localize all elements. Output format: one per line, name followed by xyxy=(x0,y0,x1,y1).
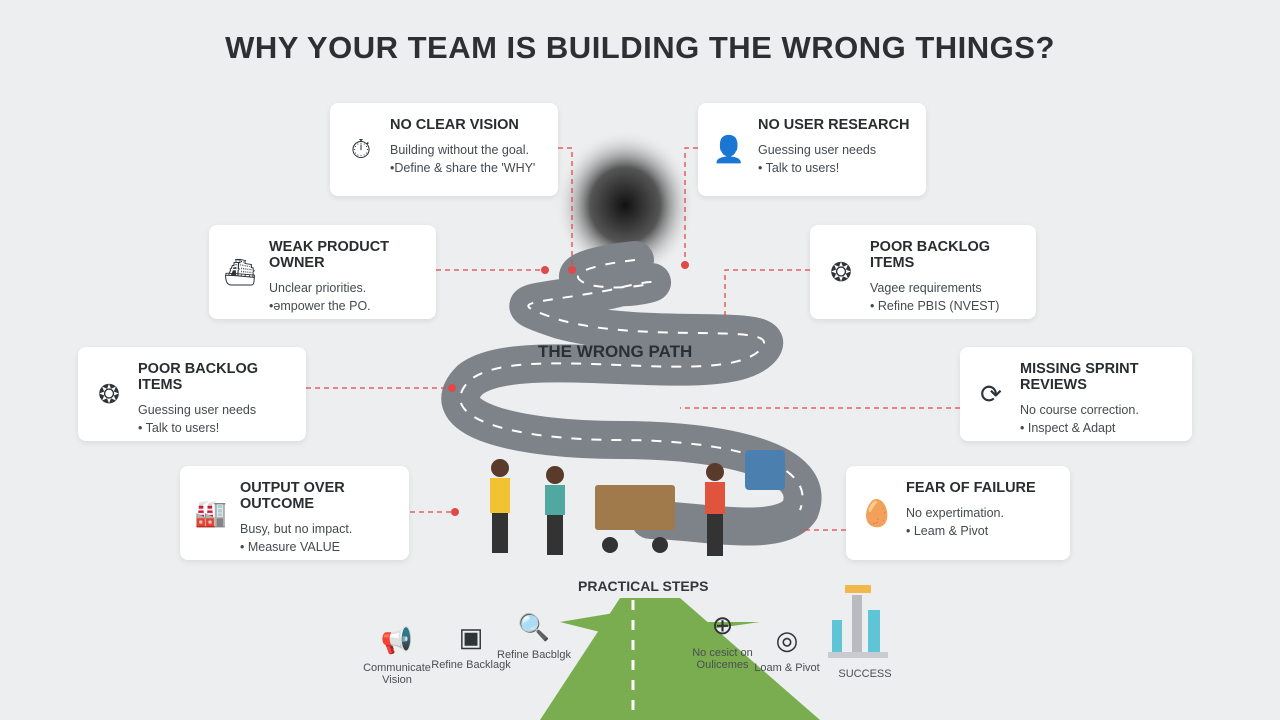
card-title: NO USER RESEARCH xyxy=(758,117,910,133)
practical-steps-title: PRACTICAL STEPS xyxy=(578,578,709,594)
card-line: • Refine PBIS (NVEST) xyxy=(870,299,1000,313)
card-poor-backlog-items-right: ❂ POOR BACKLOG ITEMS Vagee requirements … xyxy=(810,225,1036,319)
black-hole xyxy=(555,130,695,280)
card-no-clear-vision: ⏱ NO CLEAR VISION Building without the g… xyxy=(330,103,558,196)
bullseye-icon: ◎ xyxy=(775,625,799,655)
card-line: Busy, but no impact. xyxy=(240,522,353,536)
card-no-user-research: 👤 NO USER RESEARCH Guessing user needs •… xyxy=(698,103,926,196)
card-line: Building without the goal. xyxy=(390,143,529,157)
step-focus-outcomes: ⊕No cesict on Oulicemes xyxy=(680,610,765,671)
card-title: OUTPUT OVER OUTCOME xyxy=(240,480,345,512)
board-icon: ▣ xyxy=(458,622,484,652)
step-refine-backlog: ▣Refine Backlagk xyxy=(426,622,516,671)
card-line: No course correction. xyxy=(1020,403,1139,417)
card-line: •ǝmpower the PO. xyxy=(269,299,371,313)
card-weak-product-owner: ⛴ WEAK PRODUCT OWNER Unclear priorities.… xyxy=(209,225,436,319)
card-fear-of-failure: 🥚 FEAR OF FAILURE No expertimation. • Le… xyxy=(846,466,1070,560)
card-line: • Talk to users! xyxy=(138,421,220,435)
ship-icon: ⛴ xyxy=(223,256,257,287)
target-icon: ⊕ xyxy=(711,610,734,640)
compass-icon: ⏱ xyxy=(350,133,372,164)
magnifier-icon: 🔍 xyxy=(517,612,551,642)
card-line: • Talk to users! xyxy=(758,161,840,175)
page-title: WHY YOUR TEAM IS BUILDING THE WRONG THIN… xyxy=(225,30,1055,65)
step-refine-backlog-2: 🔍Refine Bacblgk xyxy=(494,612,574,661)
card-title: WEAK PRODUCT OWNER xyxy=(269,239,390,271)
card-title: POOR BACKLOG ITEMS xyxy=(870,239,991,271)
success-tower xyxy=(828,585,888,658)
practical-steps-road xyxy=(540,598,820,720)
tangle-icon: ❂ xyxy=(830,256,852,287)
egg-icon: 🥚 xyxy=(860,497,894,528)
tangle-icon: ❂ xyxy=(98,378,120,409)
wrong-path-label: THE WRONG PATH xyxy=(538,342,693,361)
step-success: SUCCESS xyxy=(838,668,892,680)
card-line: • Measure VALUE xyxy=(240,540,341,554)
card-line: No expertimation. xyxy=(906,506,1004,520)
card-line: Vagee requirements xyxy=(870,281,982,295)
connector-lines xyxy=(306,147,960,531)
card-missing-sprint-reviews: ⟳ MISSING SPRINT REVIEWS No course corre… xyxy=(960,347,1192,441)
card-output-over-outcome: 🏭 OUTPUT OVER OUTCOME Busy, but no impac… xyxy=(180,466,409,560)
card-title: MISSING SPRINT REVIEWS xyxy=(1020,361,1139,393)
card-line: • Leam & Pivot xyxy=(906,524,989,538)
factory-icon: 🏭 xyxy=(194,497,228,528)
card-line: •Define & share the 'WHY' xyxy=(390,161,536,175)
card-title: POOR BACKLOG ITEMS xyxy=(138,361,259,393)
blindfolded-user-icon: 👤 xyxy=(712,134,746,164)
card-line: Guessing user needs xyxy=(758,143,877,157)
card-line: • Inspect & Adapt xyxy=(1020,421,1116,435)
card-title: NO CLEAR VISION xyxy=(390,117,519,133)
card-line: Unclear priorities. xyxy=(269,281,367,295)
megaphone-icon: 📢 xyxy=(380,625,414,655)
team-pushing-cart xyxy=(490,450,785,556)
card-poor-backlog-items-left: ❂ POOR BACKLOG ITEMS Guessing user needs… xyxy=(78,347,306,441)
step-communicate-vision: 📢Communicate Vision xyxy=(352,625,442,686)
step-learn-pivot: ◎Loam & Pivot xyxy=(742,625,832,674)
card-line: Guessing user needs xyxy=(138,403,257,417)
card-title: FEAR OF FAILURE xyxy=(906,480,1036,496)
refresh-icon: ⟳ xyxy=(980,378,1002,409)
